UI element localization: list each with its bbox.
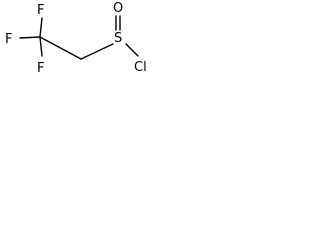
atom-chlorine: Cl (134, 60, 147, 75)
atom-f-top: F (37, 3, 44, 18)
atom-oxygen: O (113, 1, 123, 16)
bond-c1-f-top (39, 17, 43, 38)
bond-c2-s (80, 43, 114, 60)
atom-f-bottom: F (37, 61, 44, 76)
atom-f-left: F (5, 32, 12, 47)
bond-c1-f-left (19, 36, 41, 39)
atom-sulfur: S (114, 31, 122, 46)
structure-diagram: F F F O S Cl (0, 0, 156, 78)
bond-c1-c2 (39, 36, 82, 60)
bond-s-cl (125, 43, 139, 57)
structure-drawing: F F F O S Cl (5, 1, 147, 76)
bond-c1-f-bottom (39, 36, 43, 57)
